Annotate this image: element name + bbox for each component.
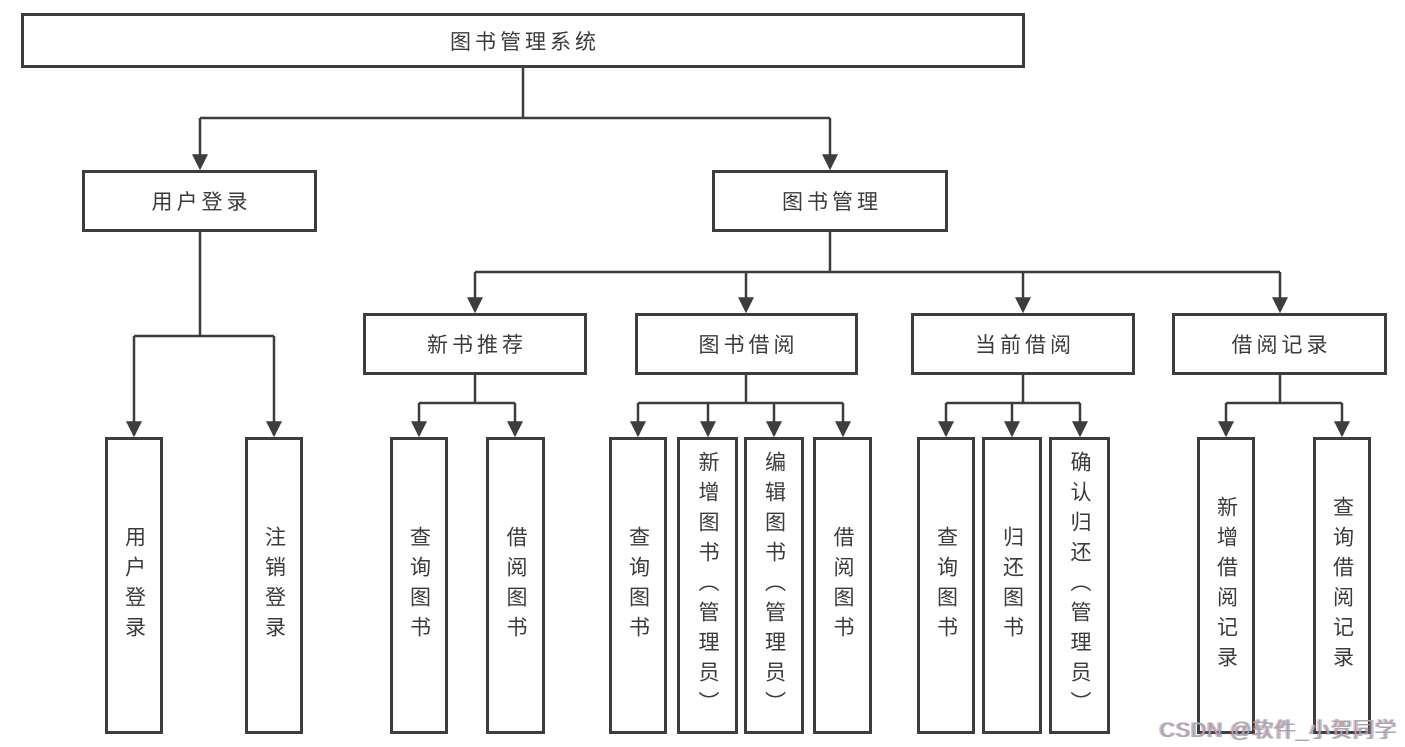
leaf-return-book: 归还图书 [982, 437, 1042, 734]
leaf-query-book-1: 查询图书 [390, 437, 448, 734]
watermark: CSDN @软件_小贺同学 [1159, 719, 1397, 742]
leaf-edit-book-admin: 编辑图书（管理员） [744, 437, 804, 734]
node-book-borrow: 图书借阅 [635, 313, 858, 375]
leaf-add-borrow-record: 新增借阅记录 [1197, 437, 1255, 734]
leaf-logout: 注销登录 [245, 437, 303, 734]
leaf-query-borrow-record: 查询借阅记录 [1313, 437, 1371, 734]
node-root: 图书管理系统 [21, 13, 1025, 68]
node-book-management: 图书管理 [712, 170, 948, 232]
node-borrow-record: 借阅记录 [1172, 313, 1387, 375]
leaf-query-book-3: 查询图书 [917, 437, 975, 734]
leaf-query-book-2: 查询图书 [609, 437, 667, 734]
leaf-user-login: 用户登录 [105, 437, 163, 734]
leaf-add-book-admin: 新增图书（管理员） [677, 437, 738, 734]
node-user-login: 用户登录 [82, 170, 317, 232]
leaf-confirm-return-admin: 确认归还（管理员） [1049, 437, 1110, 734]
node-new-book-recommend: 新书推荐 [363, 313, 587, 375]
leaf-borrow-book-2: 借阅图书 [813, 437, 872, 734]
leaf-borrow-book-1: 借阅图书 [486, 437, 545, 734]
node-current-borrow: 当前借阅 [911, 313, 1135, 375]
